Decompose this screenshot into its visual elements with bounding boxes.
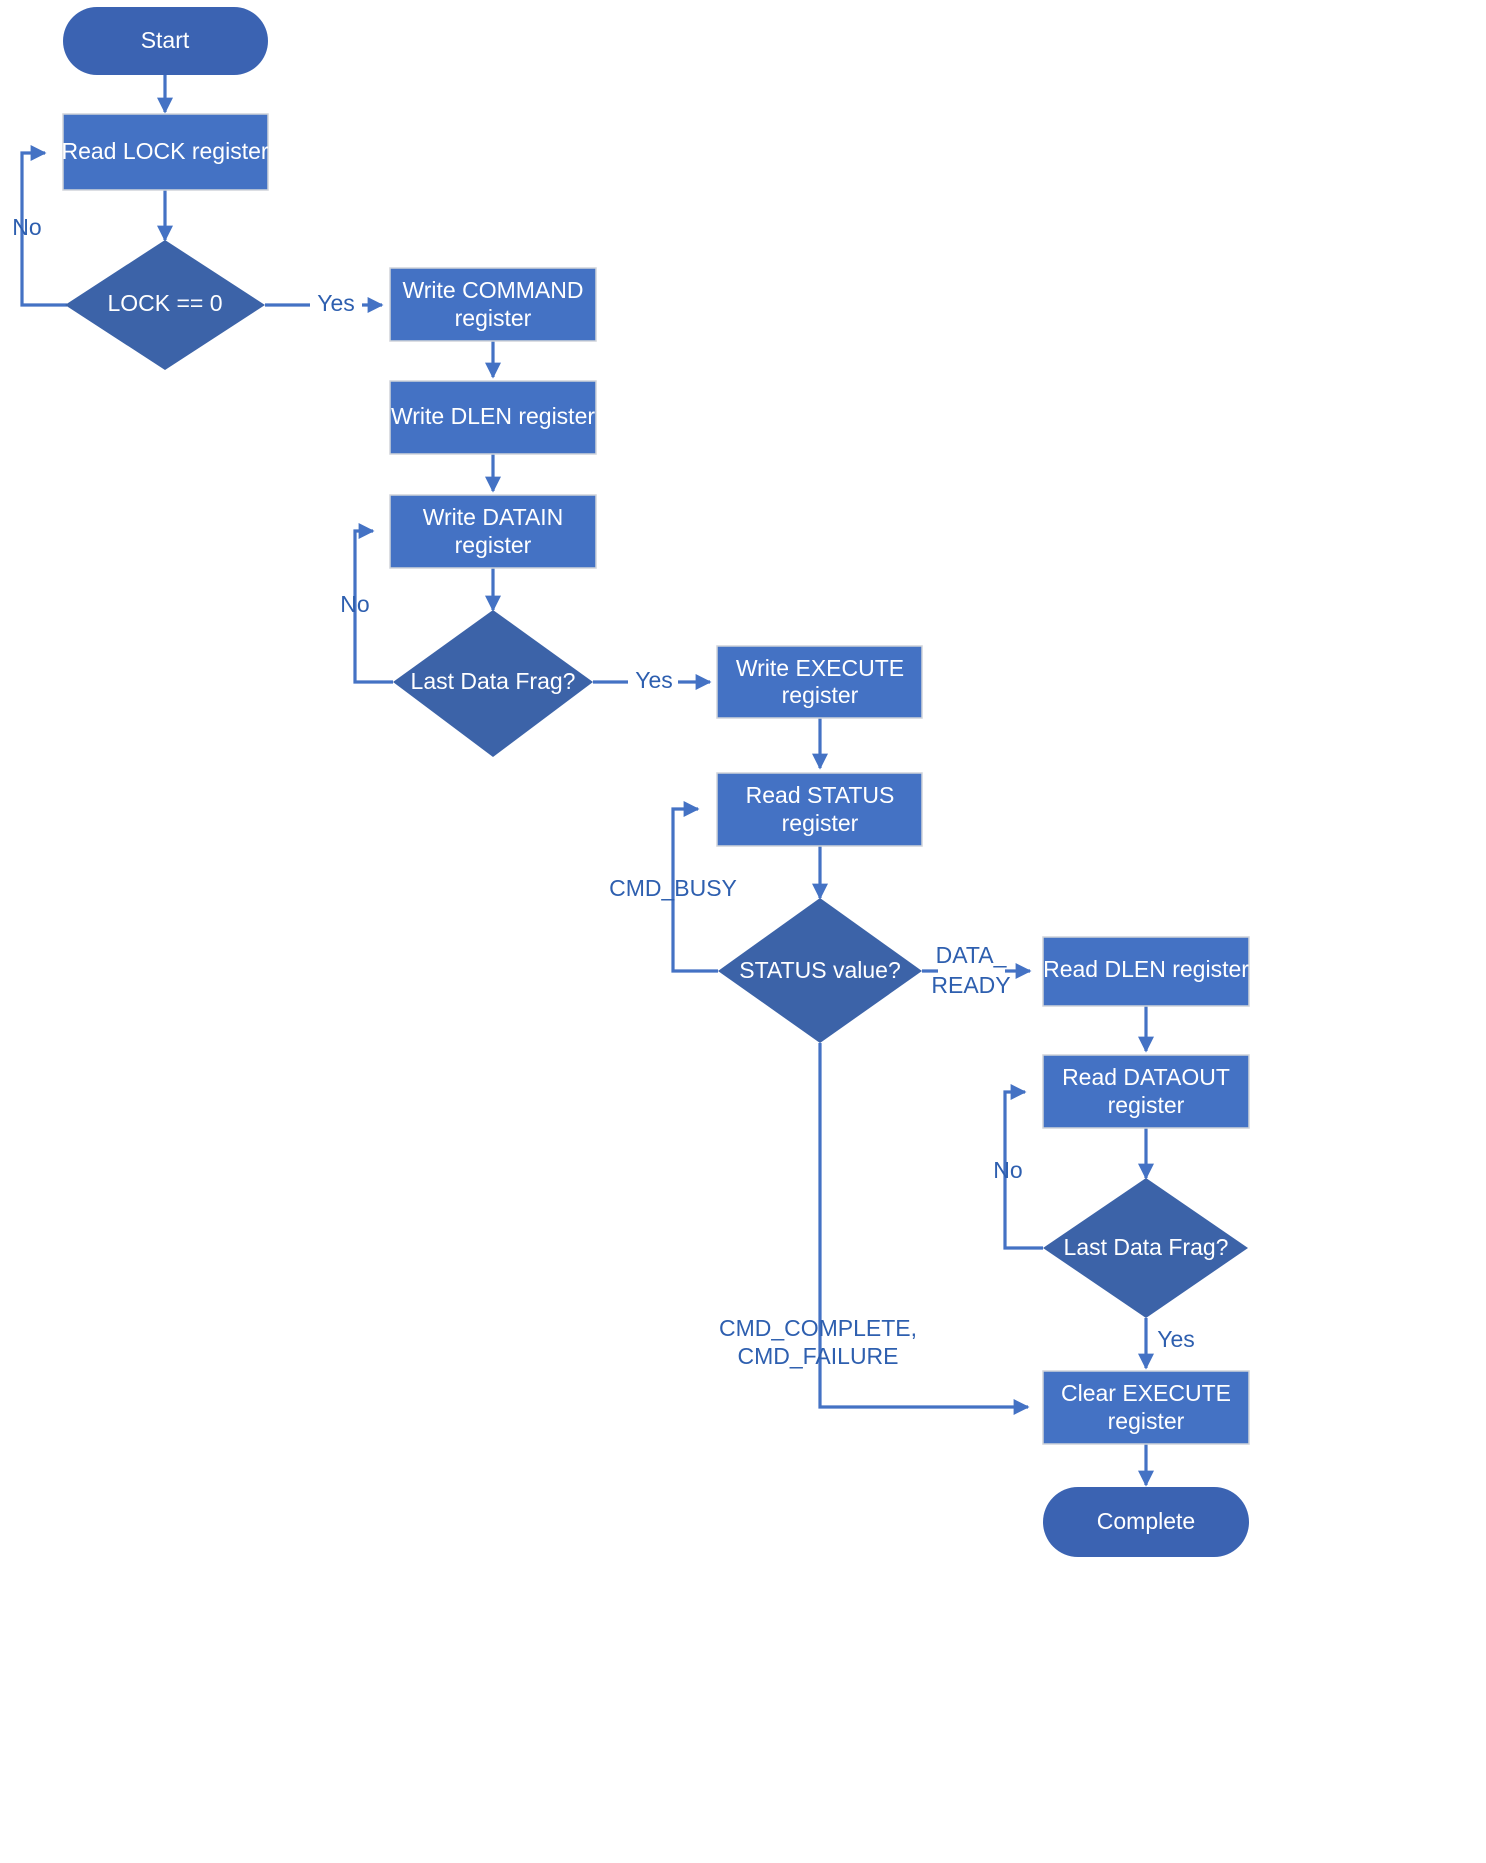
node-write-command-line2: register <box>455 305 532 331</box>
node-read-dataout-line2: register <box>1108 1092 1185 1118</box>
edge-status-complete-failure <box>818 1043 1030 1415</box>
node-complete-label: Complete <box>1097 1508 1195 1534</box>
node-status-value-check[interactable]: STATUS value? <box>718 898 922 1043</box>
node-status-value-label: STATUS value? <box>739 957 900 983</box>
edge-lastfrag-out-no-loop <box>1003 1084 1043 1250</box>
node-last-data-frag-output[interactable]: Last Data Frag? <box>1043 1178 1248 1318</box>
node-read-lock-register[interactable]: Read LOCK register <box>61 113 269 191</box>
node-write-execute-register[interactable]: Write EXECUTE register <box>716 645 923 719</box>
node-write-datain-line2: register <box>455 532 532 558</box>
node-write-dlen-label: Write DLEN register <box>391 403 595 429</box>
node-write-datain-line1: Write DATAIN <box>423 504 564 530</box>
edge-lock-no-loop <box>20 145 67 307</box>
node-last-frag-out-label: Last Data Frag? <box>1064 1234 1229 1260</box>
edge-label-lock-yes: Yes <box>317 290 355 316</box>
edge-status-busy-loop <box>671 801 718 973</box>
node-read-dataout-register[interactable]: Read DATAOUT register <box>1042 1054 1250 1129</box>
node-write-dlen-register[interactable]: Write DLEN register <box>389 380 597 455</box>
node-write-command-line1: Write COMMAND <box>402 277 583 303</box>
node-read-dataout-line1: Read DATAOUT <box>1062 1064 1230 1090</box>
node-write-datain-register[interactable]: Write DATAIN register <box>389 494 597 569</box>
node-read-dlen-label: Read DLEN register <box>1043 956 1249 982</box>
edge-label-cmd-done-line1: CMD_COMPLETE, <box>719 1315 917 1341</box>
edge-label-data-ready-line2: READY <box>931 972 1010 998</box>
node-last-data-frag-input[interactable]: Last Data Frag? <box>393 610 593 757</box>
node-write-execute-line1: Write EXECUTE <box>736 655 904 681</box>
node-clear-execute-line1: Clear EXECUTE <box>1061 1380 1231 1406</box>
edge-label-cmd-done-line2: CMD_FAILURE <box>737 1343 898 1369</box>
node-clear-execute-register[interactable]: Clear EXECUTE register <box>1042 1370 1250 1445</box>
edge-label-data-ready-line1: DATA_ <box>936 942 1008 968</box>
edge-label-lastfrag-in-no: No <box>340 591 369 617</box>
edge-label-lastfrag-out-yes: Yes <box>1157 1326 1195 1352</box>
node-read-status-register[interactable]: Read STATUS register <box>716 772 923 847</box>
node-write-command-register[interactable]: Write COMMAND register <box>389 267 597 342</box>
edge-label-cmd-busy: CMD_BUSY <box>609 875 737 901</box>
node-last-frag-in-label: Last Data Frag? <box>411 668 576 694</box>
node-complete[interactable]: Complete <box>1043 1487 1249 1557</box>
edge-label-lastfrag-in-yes: Yes <box>635 667 673 693</box>
node-write-execute-line2: register <box>782 682 859 708</box>
node-clear-execute-line2: register <box>1108 1408 1185 1434</box>
node-start[interactable]: Start <box>63 7 268 75</box>
edge-label-lastfrag-out-no: No <box>993 1157 1022 1183</box>
node-read-dlen-register[interactable]: Read DLEN register <box>1042 936 1250 1007</box>
node-lock-check-label: LOCK == 0 <box>107 290 222 316</box>
edge-lastfrag-in-no-loop <box>353 523 393 684</box>
node-lock-equals-zero[interactable]: LOCK == 0 <box>65 240 265 370</box>
edge-label-lock-no: No <box>12 214 41 240</box>
node-read-lock-label: Read LOCK register <box>61 138 268 164</box>
node-read-status-line2: register <box>782 810 859 836</box>
node-read-status-line1: Read STATUS <box>746 782 895 808</box>
node-start-label: Start <box>141 27 190 53</box>
